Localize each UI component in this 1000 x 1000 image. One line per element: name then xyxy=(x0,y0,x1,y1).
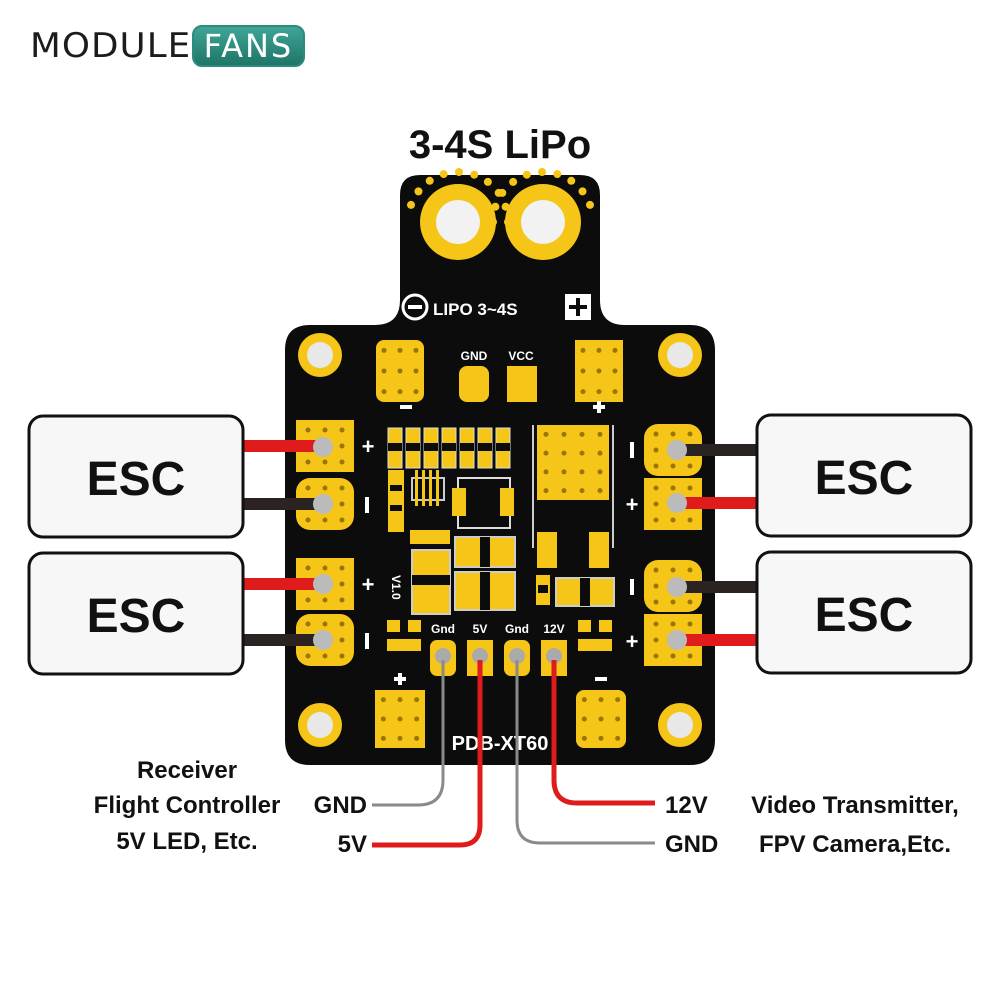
output-pads xyxy=(430,640,567,676)
pad-vias xyxy=(543,431,603,494)
svg-text:+: + xyxy=(362,434,375,459)
via-dot xyxy=(483,177,492,186)
logo-text-module: MODULE xyxy=(30,26,192,66)
esc-label: ESC xyxy=(815,452,914,505)
via-dot xyxy=(522,170,531,179)
minus-sign xyxy=(400,405,412,409)
desc-receiver: Receiver xyxy=(137,757,237,784)
smd-resistors xyxy=(387,620,612,651)
esc-left-2: ESC xyxy=(27,551,245,676)
output-pad-labels: Gnd 5V Gnd 12V xyxy=(431,622,565,636)
logo-text-fans: FANS xyxy=(191,25,306,67)
battery-polarity-row: LIPO 3~4S xyxy=(401,293,591,321)
via-dot xyxy=(538,168,547,177)
mounting-holes xyxy=(298,333,702,747)
esc-left-1: ESC xyxy=(27,414,245,539)
right-wire-label-gnd: GND xyxy=(665,831,718,858)
pad-vias xyxy=(381,347,419,395)
gnd-pad-label: GND xyxy=(461,349,488,363)
left-output-description: Receiver Flight Controller 5V LED, Etc. xyxy=(94,757,281,855)
via-dot xyxy=(470,170,479,179)
via-dot xyxy=(578,187,587,196)
pad-label-5v: 5V xyxy=(473,622,488,636)
resistor-array xyxy=(387,427,511,469)
left-wire-label-5v: 5V xyxy=(338,831,367,858)
left-wire-label-gnd: GND xyxy=(314,792,367,819)
via-dot xyxy=(553,170,562,179)
pad-label-gnd-1: Gnd xyxy=(431,622,455,636)
right-output-description: Video Transmitter, FPV Camera,Etc. xyxy=(751,792,959,858)
via-dot xyxy=(509,177,518,186)
esc-label: ESC xyxy=(87,453,186,506)
gnd-pad xyxy=(459,366,489,402)
via-dot xyxy=(414,187,423,196)
output-wires xyxy=(372,660,655,848)
vcc-pad xyxy=(507,366,537,402)
desc-flight-controller: Flight Controller xyxy=(94,792,281,819)
pad-vias xyxy=(581,697,621,741)
via-dot xyxy=(504,218,512,226)
board-name: PDB-XT60 xyxy=(452,733,549,755)
brand-logo: MODULE FANS xyxy=(30,25,306,67)
esc-label: ESC xyxy=(87,590,186,643)
via-dot xyxy=(407,200,416,209)
board-version: V1.0 xyxy=(389,575,403,600)
via-dot xyxy=(439,170,448,179)
svg-text:+: + xyxy=(626,629,639,654)
esc-right-1: ESC xyxy=(755,413,973,538)
via-dot xyxy=(491,202,500,211)
esc-right-2: ESC xyxy=(755,550,973,675)
regulator-pad xyxy=(537,425,609,500)
svg-text:+: + xyxy=(626,492,639,517)
plus-sign-v xyxy=(597,401,601,413)
vcc-pad-label: VCC xyxy=(508,349,534,363)
pcb-board xyxy=(285,175,715,765)
minus-circle-icon xyxy=(401,293,429,321)
via-dot xyxy=(425,176,434,185)
via-dot xyxy=(489,218,497,226)
via-dot xyxy=(498,188,507,197)
desc-video-transmitter: Video Transmitter, xyxy=(751,792,959,819)
esc-label: ESC xyxy=(815,589,914,642)
battery-connector xyxy=(407,168,594,260)
pad-label-12v: 12V xyxy=(543,622,564,636)
esc-polarity-labels: + + + + xyxy=(362,434,639,654)
via-dot xyxy=(501,202,510,211)
desc-fpv-camera: FPV Camera,Etc. xyxy=(759,831,951,858)
pad-label-gnd-2: Gnd xyxy=(505,622,529,636)
esc-wire-ends xyxy=(313,437,687,650)
via-dot xyxy=(454,168,463,177)
diagram-title: 3-4S LiPo xyxy=(409,123,591,167)
ic-components xyxy=(388,470,615,615)
esc-wires xyxy=(243,440,757,646)
desc-5v-led: 5V LED, Etc. xyxy=(116,828,257,855)
right-wire-label-12v: 12V xyxy=(665,792,708,819)
via-dot xyxy=(585,200,594,209)
svg-text:+: + xyxy=(362,572,375,597)
pad-vias xyxy=(580,347,618,395)
via-dot xyxy=(567,176,576,185)
battery-label: LIPO 3~4S xyxy=(433,300,518,319)
pad-vias xyxy=(380,697,420,741)
